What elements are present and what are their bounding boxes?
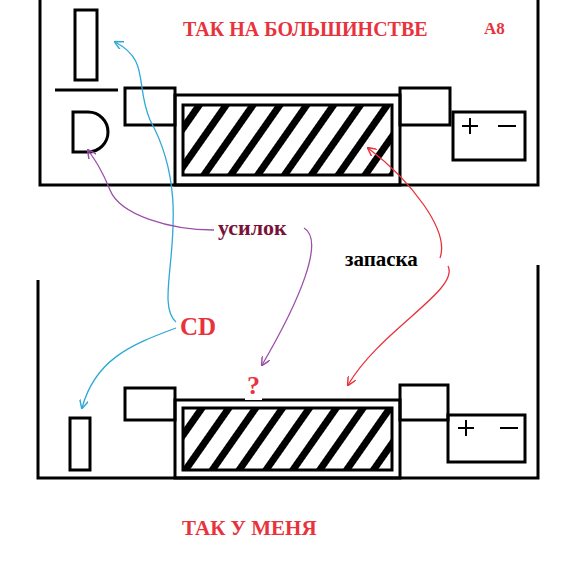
leader-arrow <box>368 148 442 258</box>
question-mark: ? <box>245 372 262 400</box>
leader-arrow <box>82 328 176 408</box>
shelf <box>55 89 118 92</box>
model-label: A8 <box>482 19 507 38</box>
leader-arrow <box>262 228 312 365</box>
cd-changer <box>75 10 97 80</box>
callout-label: усилок <box>216 216 289 240</box>
leader-arrow <box>88 150 214 230</box>
trunk-outline <box>38 265 538 478</box>
battery-terminals <box>462 118 516 134</box>
spare-tire <box>183 408 392 470</box>
spare-tire <box>183 105 392 175</box>
panel-heading: ТАК НА БОЛЬШИНСТВЕ <box>181 18 430 40</box>
spare-well <box>175 95 400 185</box>
callout-label: запаска <box>343 248 420 271</box>
battery-terminals <box>458 420 518 436</box>
callout-label: CD <box>178 313 218 340</box>
bracket <box>400 385 448 420</box>
spare-well <box>175 400 400 478</box>
battery <box>448 415 525 462</box>
leader-arrow <box>115 42 176 322</box>
panel-caption: ТАК У МЕНЯ <box>180 517 319 540</box>
leader-arrow <box>348 266 449 385</box>
bracket <box>125 388 175 420</box>
battery <box>453 112 525 160</box>
trunk-outline <box>40 0 538 185</box>
cd-changer <box>70 418 90 470</box>
amplifier <box>73 112 108 152</box>
bracket <box>400 88 450 125</box>
